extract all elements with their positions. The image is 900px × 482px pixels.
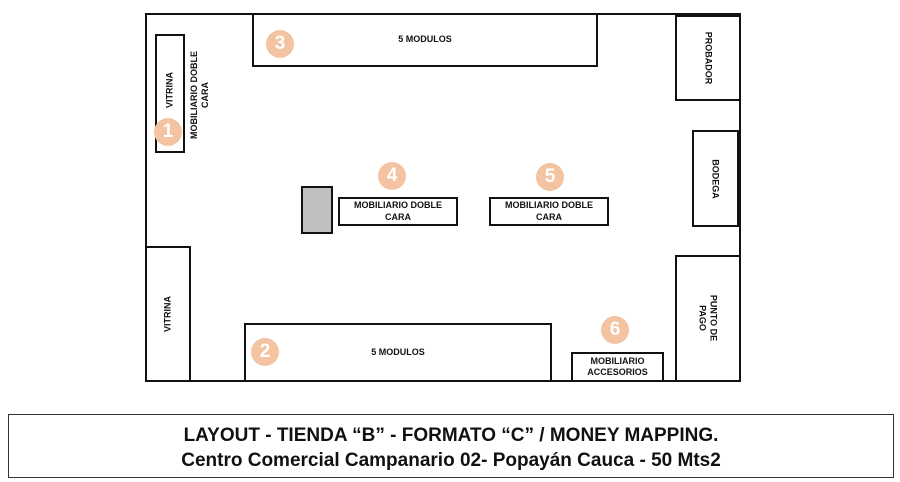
accesorios-label: MOBILIARIO ACCESORIOS: [587, 355, 648, 377]
marker-2: 2: [251, 338, 279, 366]
bodega-label: BODEGA: [710, 159, 721, 199]
marker-4: 4: [378, 162, 406, 190]
marker-6: 6: [601, 316, 629, 344]
probador: [675, 15, 741, 101]
title-line-2: Centro Comercial Campanario 02- Popayán …: [181, 450, 721, 471]
modulos-top-label: 5 MODULOS: [398, 34, 452, 45]
modulos-bottom: 5 MODULOS: [244, 323, 552, 382]
gray-fixture: [301, 186, 333, 234]
title-box: LAYOUT - TIENDA “B” - FORMATO “C” / MONE…: [8, 414, 894, 478]
probador-label: PROBADOR: [703, 31, 714, 85]
mobiliario-4-label: MOBILIARIO DOBLE CARA: [354, 200, 442, 222]
mobiliario-5: MOBILIARIO DOBLE CARA: [489, 197, 609, 226]
vitrina-bottom: [145, 246, 191, 382]
vitrina-bottom-label: VITRINA: [162, 296, 173, 332]
modulos-bottom-label: 5 MODULOS: [371, 346, 425, 357]
bodega: [692, 130, 739, 227]
punto-pago-label: PUNTO DE PAGO: [697, 294, 719, 342]
title-line-1: LAYOUT - TIENDA “B” - FORMATO “C” / MONE…: [183, 425, 719, 446]
marker-3: 3: [266, 30, 294, 58]
mobiliario-4: MOBILIARIO DOBLE CARA: [338, 197, 458, 226]
marker-5: 5: [536, 163, 564, 191]
mobiliario-5-label: MOBILIARIO DOBLE CARA: [505, 200, 593, 222]
mobiliario-1-label: MOBILIARIO DOBLE CARA: [188, 51, 210, 139]
marker-1: 1: [154, 118, 182, 146]
accesorios: MOBILIARIO ACCESORIOS: [571, 352, 664, 382]
vitrina-top-label: VITRINA: [164, 72, 175, 108]
modulos-top: 5 MODULOS: [252, 13, 598, 67]
punto-de-pago: [675, 255, 741, 382]
